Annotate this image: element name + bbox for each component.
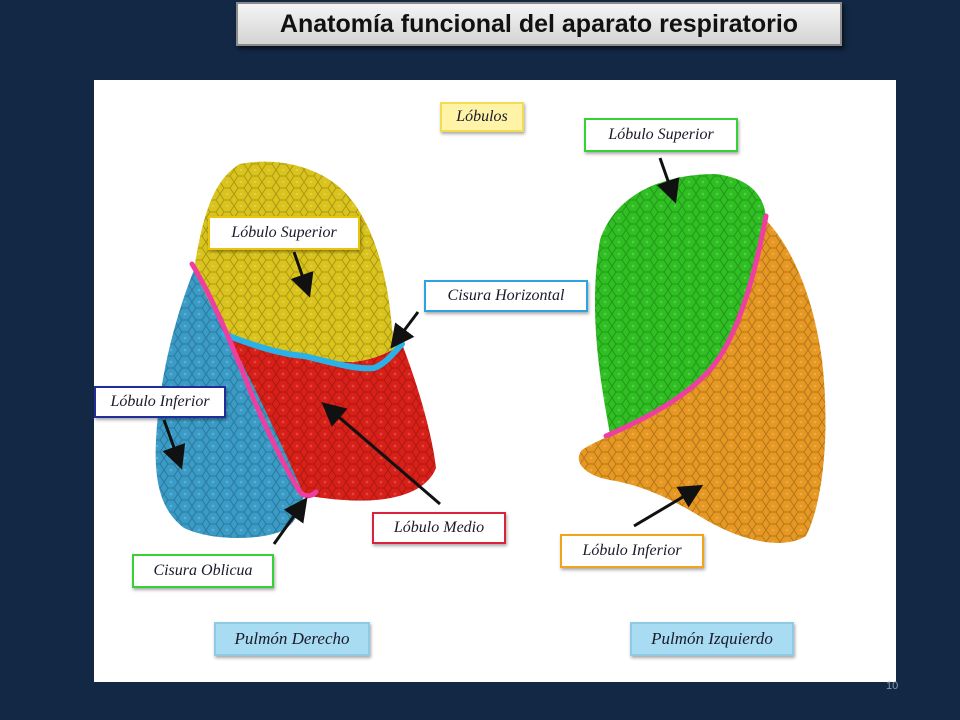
label-right-superior-lobe: Lóbulo Superior [208,216,360,250]
horizontal-fissure [221,331,405,372]
label-right-inferior-lobe: Lóbulo Inferior [94,386,226,418]
slide-title: Anatomía funcional del aparato respirato… [236,2,842,46]
arrow-horizontal-fissure [390,311,420,349]
label-left-inferior-lobe: Lóbulo Inferior [560,534,704,568]
label-oblique-fissure: Cisura Oblicua [132,554,274,588]
label-left-superior-lobe: Lóbulo Superior [584,118,738,152]
label-left-lung: Pulmón Izquierdo [630,622,794,656]
left-oblique-fissure [603,213,769,439]
left-lung [578,174,826,543]
arrow-right-superior [290,251,314,298]
arrow-right-inferior [162,419,186,470]
arrow-right-middle [321,402,441,506]
lungs-illustration [155,157,826,545]
right-oblique-fissure [189,261,319,499]
label-right-middle-lobe: Lóbulo Medio [372,512,506,544]
pointer-arrows [162,157,704,545]
lung-lobes-figure: Lóbulos Lóbulo Superior Cisura Horizonta… [94,80,896,682]
lobulos-heading: Lóbulos [440,102,524,132]
label-horizontal-fissure: Cisura Horizontal [424,280,588,312]
arrow-left-superior [656,157,680,204]
label-right-lung: Pulmón Derecho [214,622,370,656]
page-number: 10 [886,680,899,692]
arrow-left-inferior [633,484,704,528]
arrow-oblique-fissure [272,497,308,545]
